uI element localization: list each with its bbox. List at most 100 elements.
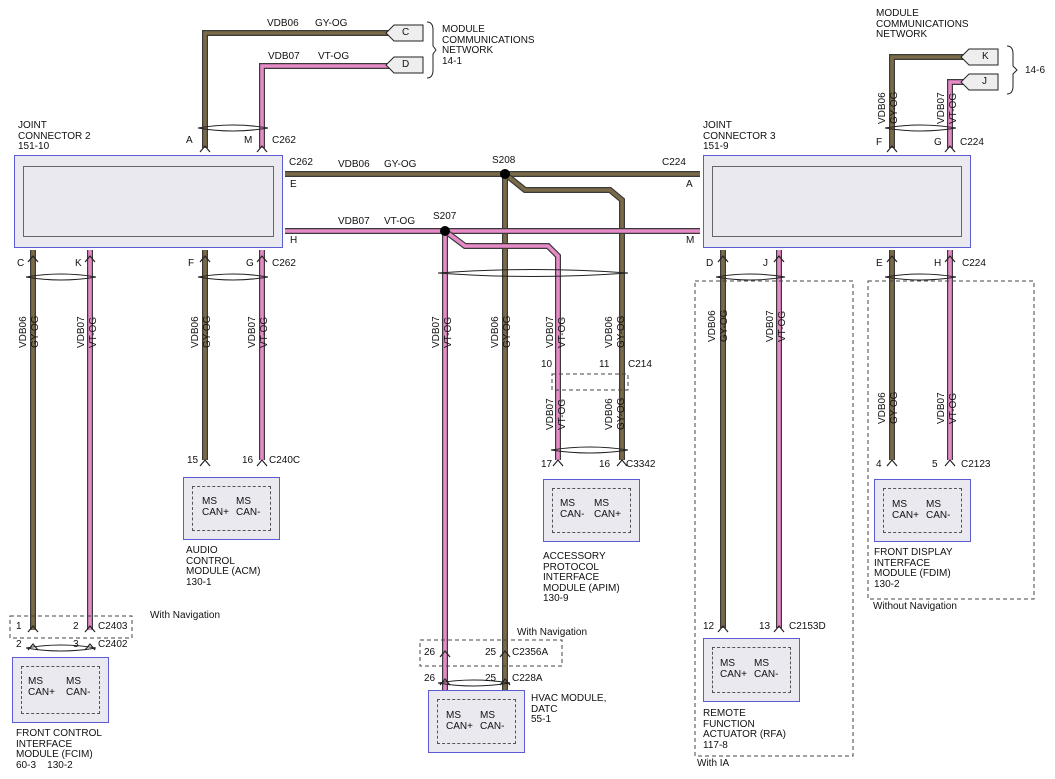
jc2-pin-m: M bbox=[244, 135, 253, 146]
vlabel-apim2-gy-color: GY-OG bbox=[616, 397, 627, 430]
fcim-conn-b: C2402 bbox=[98, 639, 128, 650]
jc3-pin-a: A bbox=[686, 179, 693, 190]
vlabel-fcim-vt: VDB07 bbox=[76, 316, 87, 348]
vlabel-hvac-gy-color: GY-OG bbox=[502, 315, 513, 348]
acm-name: AUDIO CONTROL MODULE (ACM) 130-1 bbox=[186, 545, 261, 588]
jc2-conn-top: C262 bbox=[272, 135, 296, 146]
flag-c-label: C bbox=[402, 27, 410, 38]
fdim-conn: C2123 bbox=[961, 459, 991, 470]
option-boxes bbox=[9, 280, 1035, 757]
jc3-pin-g: G bbox=[934, 137, 942, 148]
vlabel-apim2-gy: VDB06 bbox=[604, 398, 615, 430]
vlabel-apim-vt: VDB07 bbox=[545, 316, 556, 348]
fcim-note: With Navigation bbox=[150, 610, 221, 621]
flag-k bbox=[960, 48, 999, 66]
fdim-pin-1: 4 bbox=[876, 459, 882, 470]
vlabel-rfa-gy-color: GY-OG bbox=[719, 309, 730, 342]
wlabel-top-gy: VDB06 bbox=[267, 18, 299, 29]
fdim-name: FRONT DISPLAY INTERFACE MODULE (FDIM) 13… bbox=[874, 547, 953, 590]
wire-gy-s208-apim bbox=[503, 172, 624, 460]
vlabel-hvac-gy: VDB06 bbox=[490, 316, 501, 348]
vlabel-rfa-gy: VDB06 bbox=[707, 310, 718, 342]
vlabel-top-vt-color: VT-OG bbox=[948, 92, 959, 124]
vlabel-rfa-vt: VDB07 bbox=[765, 310, 776, 342]
apim-conn: C3342 bbox=[626, 459, 656, 470]
jc2-pin-e: E bbox=[290, 179, 297, 190]
wire-vt-top-left bbox=[260, 64, 395, 148]
splice-s207-dot bbox=[440, 226, 450, 236]
vlabel-fcim-gy: VDB06 bbox=[18, 316, 29, 348]
wlabel-top-vt-color: VT-OG bbox=[318, 51, 350, 62]
vlabel-fdim-vt-color: VT-OG bbox=[948, 392, 959, 424]
apim-inline-pin-2: 11 bbox=[599, 359, 610, 370]
network-ref-right: MODULE COMMUNICATIONS NETWORK bbox=[876, 8, 969, 40]
jc2-pin-h: H bbox=[290, 235, 298, 246]
rfa-term-1: MS CAN+ bbox=[720, 658, 747, 680]
acm-pin-2: 16 bbox=[242, 455, 254, 466]
fcim-conn-a: C2403 bbox=[98, 621, 128, 632]
hvac-note: With Navigation bbox=[517, 627, 588, 638]
fcim-pin-4: 3 bbox=[73, 639, 79, 650]
network-ref-right-page: 14-6 bbox=[1025, 65, 1046, 76]
jc3-pin-h: H bbox=[934, 258, 942, 269]
flag-j-label: J bbox=[982, 76, 987, 87]
wlabel-bus-vt: VDB07 bbox=[338, 216, 370, 227]
fcim-module bbox=[12, 657, 109, 723]
vlabel-apim-gy: VDB06 bbox=[604, 316, 615, 348]
hvac-pin-2: 25 bbox=[485, 647, 497, 658]
wire-layer bbox=[30, 30, 965, 690]
rfa-pin-1: 12 bbox=[703, 621, 715, 632]
apim-term-1: MS CAN- bbox=[560, 498, 585, 520]
jc2-conn-bottom: C262 bbox=[272, 258, 296, 269]
vlabel-acm-gy: VDB06 bbox=[190, 316, 201, 348]
vlabel-acm-gy-color: GY-OG bbox=[202, 315, 213, 348]
fdim-note: Without Navigation bbox=[873, 601, 957, 612]
jc3-conn-left: C224 bbox=[662, 157, 686, 168]
apim-term-2: MS CAN+ bbox=[594, 498, 621, 520]
apim-inline-conn: C214 bbox=[628, 359, 652, 370]
splice-s208-dot bbox=[500, 169, 510, 179]
vlabel-hvac-vt: VDB07 bbox=[431, 316, 442, 348]
fcim-name: FRONT CONTROL INTERFACE MODULE (FCIM) 60… bbox=[16, 728, 102, 771]
vlabel-acm-vt: VDB07 bbox=[247, 316, 258, 348]
jc3-pin-d: D bbox=[706, 258, 714, 269]
vlabel-fcim-gy-color: GY-OG bbox=[30, 315, 41, 348]
vlabel-top-vt: VDB07 bbox=[936, 92, 947, 124]
splice-s208: S208 bbox=[492, 155, 516, 166]
flag-j bbox=[960, 73, 999, 91]
fdim-term-2: MS CAN- bbox=[926, 499, 951, 521]
acm-pin-1: 15 bbox=[187, 455, 199, 466]
acm-term-1: MS CAN+ bbox=[202, 496, 229, 518]
rfa-pin-2: 13 bbox=[759, 621, 771, 632]
wire-gy-top-left bbox=[203, 31, 395, 148]
vlabel-apim-vt-color: VT-OG bbox=[557, 316, 568, 348]
fcim-term-2: MS CAN- bbox=[66, 676, 91, 698]
jc2-pin-k: K bbox=[75, 258, 82, 269]
rfa-note: With IA bbox=[697, 758, 730, 769]
jc2-pin-f: F bbox=[188, 258, 195, 269]
fcim-pin-3: 2 bbox=[16, 639, 22, 650]
flag-d-label: D bbox=[402, 59, 410, 70]
rfa-conn: C2153D bbox=[789, 621, 826, 632]
flag-c bbox=[385, 24, 424, 42]
bracket-left bbox=[426, 21, 437, 79]
vlabel-rfa-vt-color: VT-OG bbox=[777, 310, 788, 342]
wlabel-bus-gy-color: GY-OG bbox=[384, 159, 417, 170]
vlabel-acm-vt-color: VT-OG bbox=[259, 316, 270, 348]
joint-connector-2-title: JOINT CONNECTOR 2 151-10 bbox=[18, 120, 91, 152]
vlabel-apim2-vt: VDB07 bbox=[545, 398, 556, 430]
wire-gy-top-right bbox=[890, 55, 965, 148]
hvac-name: HVAC MODULE, DATC 55-1 bbox=[531, 693, 607, 725]
hvac-conn-b: C228A bbox=[512, 673, 543, 684]
jc3-pin-m: M bbox=[686, 235, 695, 246]
hvac-conn-a: C2356A bbox=[512, 647, 549, 658]
wlabel-bus-vt-color: VT-OG bbox=[384, 216, 416, 227]
jc2-pin-c: C bbox=[17, 258, 25, 269]
wlabel-top-vt: VDB07 bbox=[268, 51, 300, 62]
vlabel-fdim-gy-color: GY-OG bbox=[889, 391, 900, 424]
jc3-pin-e: E bbox=[876, 258, 883, 269]
hvac-pin-3: 26 bbox=[424, 673, 436, 684]
fdim-pin-2: 5 bbox=[932, 459, 938, 470]
apim-name: ACCESSORY PROTOCOL INTERFACE MODULE (API… bbox=[543, 551, 620, 604]
acm-conn: C240C bbox=[269, 455, 301, 466]
